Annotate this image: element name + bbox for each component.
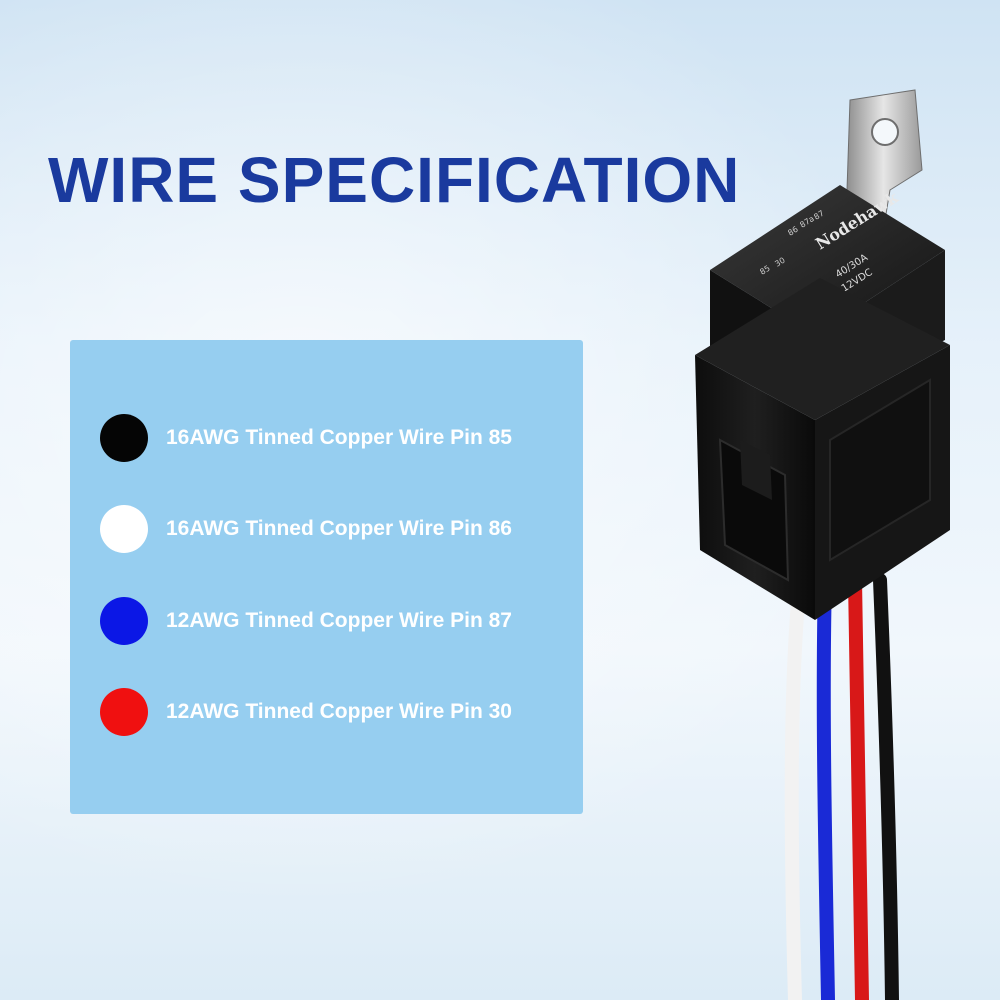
blue-wire-swatch [100,597,148,645]
red-wire-swatch [100,688,148,736]
spec-item-pin-86: 16AWG Tinned Copper Wire Pin 86 [100,503,570,555]
wire-3 [873,573,899,1000]
relay-socket [695,278,950,620]
wire-bundle [784,573,899,1000]
wire-spec-panel: 16AWG Tinned Copper Wire Pin 85 16AWG Ti… [70,340,583,814]
page-title: WIRE SPECIFICATION [48,144,741,216]
spec-item-pin-30: 12AWG Tinned Copper Wire Pin 30 [100,686,570,738]
wire-0 [784,573,807,1000]
spec-item-pin-85: 16AWG Tinned Copper Wire Pin 85 [100,412,570,464]
wire-1 [816,573,835,1000]
black-wire-swatch [100,414,148,462]
spec-label: 16AWG Tinned Copper Wire Pin 86 [166,517,512,540]
spec-label: 12AWG Tinned Copper Wire Pin 87 [166,609,512,632]
white-wire-swatch [100,505,148,553]
spec-label: 12AWG Tinned Copper Wire Pin 30 [166,700,512,723]
wire-2 [848,573,869,1000]
spec-item-pin-87: 12AWG Tinned Copper Wire Pin 87 [100,595,570,647]
spec-label: 16AWG Tinned Copper Wire Pin 85 [166,426,512,449]
relay-product-image: Nodehawk 40/30A 12VDC 85 30 86 87a 87 [695,89,950,1000]
